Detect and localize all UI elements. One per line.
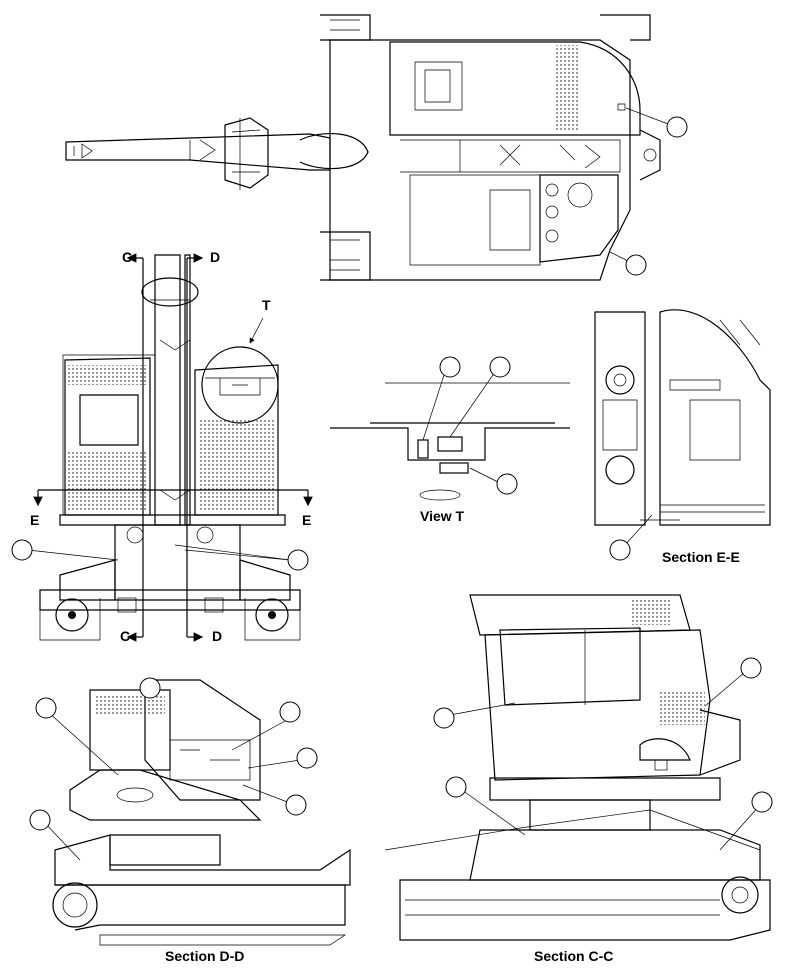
engine-deck [539, 174, 619, 263]
section-e-e: Section E-E [594, 309, 771, 565]
cut-label-e-right: E [302, 512, 311, 528]
cut-label-c-bottom: C [120, 628, 130, 644]
deck [59, 514, 286, 526]
cut-label-d-bottom: D [212, 628, 222, 644]
section-d-d: Section D-D [29, 677, 351, 964]
track-pad-tr [600, 14, 651, 41]
callout-circle [751, 791, 773, 813]
upper-frame [329, 39, 631, 281]
top-view [65, 14, 688, 281]
cut-label-c-top: C [122, 249, 132, 265]
callout-circle [625, 254, 647, 276]
callout-circle [11, 539, 33, 561]
track-pad-tl [320, 14, 371, 41]
view-t-title: View T [420, 508, 465, 524]
view-t: View T [330, 356, 570, 524]
front-view: C D T E E C D [11, 249, 313, 644]
view-t-marker [201, 346, 279, 424]
callout-circle [279, 701, 301, 723]
left-window [79, 394, 139, 446]
boom-column-left [154, 254, 181, 526]
section-c-c-title: Section C-C [534, 948, 613, 964]
callout-circle [445, 776, 467, 798]
undercarriage-frame [109, 834, 221, 866]
rear-counterweight [639, 129, 661, 181]
boom-arm [65, 133, 331, 171]
boom-pivot [299, 132, 369, 170]
callout-circle [666, 116, 688, 138]
callout-circle [433, 707, 455, 729]
cab-body [484, 629, 711, 781]
cut-label-d-top: D [210, 249, 220, 265]
callout-circle [35, 697, 57, 719]
cut-label-e-left: E [30, 512, 39, 528]
cab-window [499, 627, 641, 706]
section-d-d-title: Section D-D [165, 948, 244, 964]
callout-circle [496, 473, 518, 495]
callout-circle [139, 677, 161, 699]
cab-top [389, 41, 641, 136]
turntable [114, 524, 241, 601]
section-c-c: Section C-C [384, 594, 773, 964]
callout-circle [296, 747, 318, 769]
callout-circle [489, 356, 511, 378]
callout-circle [29, 809, 51, 831]
callout-circle [285, 794, 307, 816]
section-e-e-title: Section E-E [662, 549, 740, 565]
bucket-yoke [224, 117, 269, 189]
view-mark-label: T [262, 297, 271, 313]
track-pad-bl [320, 231, 371, 281]
callout-circle [740, 657, 762, 679]
callout-circle [287, 549, 309, 571]
callout-circle [439, 356, 461, 378]
callout-circle [609, 539, 631, 561]
bucket-top [141, 277, 199, 307]
